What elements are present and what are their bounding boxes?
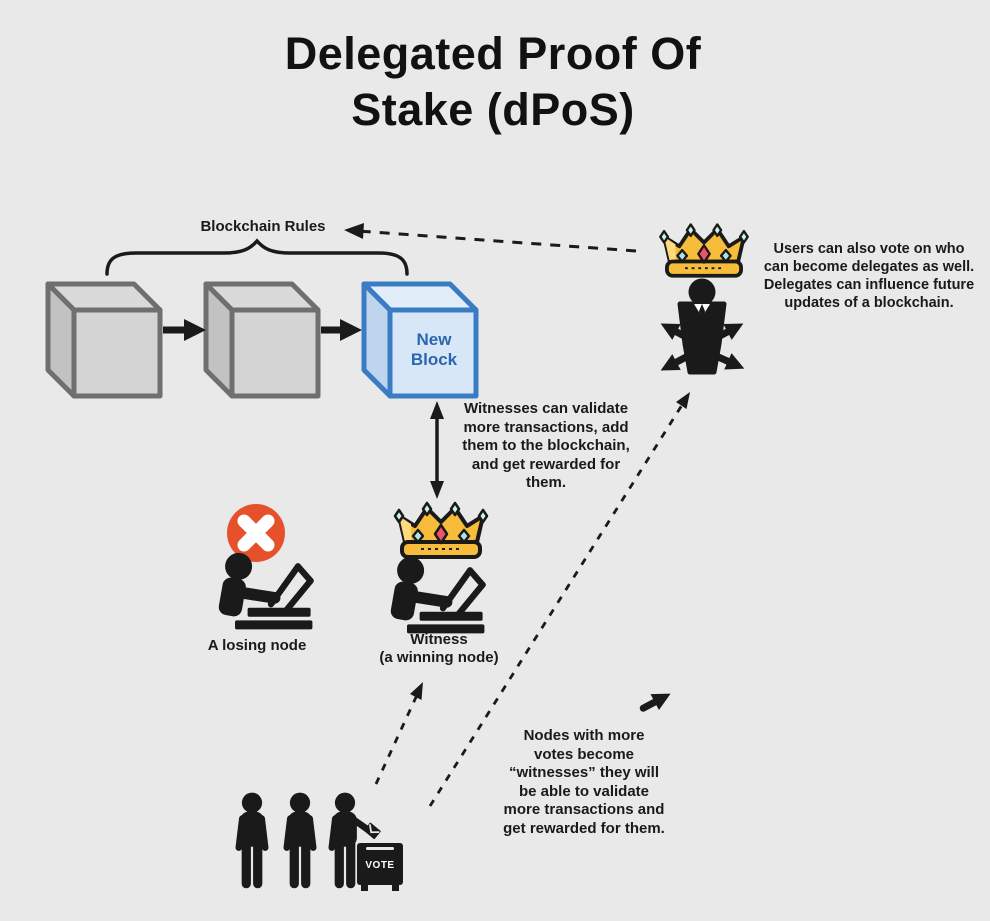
double-headed-arrow [430, 401, 444, 499]
curly-brace [105, 238, 409, 276]
blockchain-rules-label: Blockchain Rules [200, 218, 326, 235]
delegate-person-icon [639, 278, 727, 717]
dashed-arrow-voters-to-delegate [428, 392, 690, 807]
chain-arrow-2 [321, 319, 362, 341]
witness-note: Witnesses can validate more transactions… [462, 400, 630, 491]
ballot-icon [363, 822, 381, 840]
witness-label-line1: Witness [410, 631, 468, 648]
voter-2-icon [287, 793, 313, 884]
dashed-arrow-voters-to-witness [374, 682, 423, 785]
delegate-note: Users can also vote on who can become de… [763, 241, 975, 311]
influence-arrow-up-right [639, 686, 675, 716]
page-title-line1: Delegated Proof Of [284, 28, 702, 79]
witness-crown-icon [393, 501, 489, 559]
block-cube-2 [206, 284, 318, 396]
dashed-arrow-delegate-to-rules [344, 223, 637, 253]
losing-node-icon [217, 553, 312, 630]
losing-node-label: A losing node [207, 637, 307, 654]
new-block-label: New Block [410, 330, 458, 369]
delegate-crown-icon [658, 222, 750, 278]
vote-box-label: VOTE [365, 860, 394, 871]
witness-label-line2: (a winning node) [379, 649, 499, 666]
block-cube-1 [48, 284, 160, 396]
chain-arrow-1 [163, 319, 206, 341]
page-title-line2: Stake (dPoS) [351, 84, 635, 135]
ballot-box-icon: VOTE [357, 843, 403, 891]
votes-note: Nodes with more votes become “witnesses”… [503, 727, 665, 837]
voter-1-icon [239, 793, 265, 884]
witness-node-icon [389, 557, 484, 634]
voter-3-icon [332, 793, 381, 884]
error-x-icon [227, 504, 285, 562]
